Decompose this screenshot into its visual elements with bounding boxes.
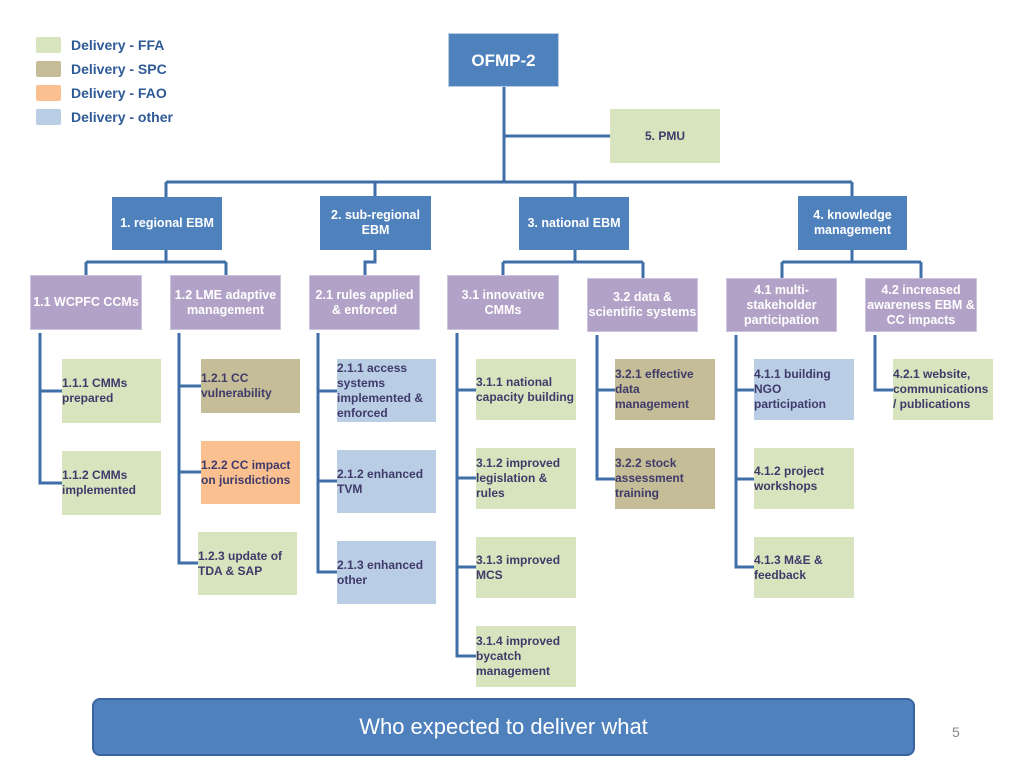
leaf-3-2-1: 3.2.1 effective data management [615, 359, 715, 420]
leaf-4-1-3: 4.1.3 M&E & feedback [754, 537, 854, 598]
leaf-3-2-2: 3.2.2 stock assessment training [615, 448, 715, 509]
leaf-3-1-2: 3.1.2 improved legislation & rules [476, 448, 576, 509]
node-4-2: 4.2 increased awareness EBM & CC impacts [865, 278, 977, 332]
legend-label: Delivery - FFA [71, 37, 165, 53]
node-1-2: 1.2 LME adaptive management [170, 275, 281, 330]
legend-label: Delivery - SPC [71, 61, 167, 77]
node-3-2: 3.2 data & scientific systems [587, 278, 698, 332]
root-node: OFMP-2 [448, 33, 559, 87]
pmu-node: 5. PMU [610, 109, 720, 163]
legend-swatch [36, 61, 61, 77]
node-1: 1. regional EBM [112, 197, 222, 250]
leaf-1-1-2: 1.1.2 CMMs implemented [62, 451, 161, 515]
leaf-4-2-1: 4.2.1 website, communications / publicat… [893, 359, 993, 420]
leaf-2-1-1: 2.1.1 access systems implemented & enfor… [337, 359, 436, 422]
node-2: 2. sub-regional EBM [320, 196, 431, 250]
legend-item-other: Delivery - other [36, 109, 173, 125]
leaf-4-1-2: 4.1.2 project workshops [754, 448, 854, 509]
legend-label: Delivery - other [71, 109, 173, 125]
page-number: 5 [952, 724, 960, 740]
node-3-1: 3.1 innovative CMMs [447, 275, 559, 330]
legend-item-fao: Delivery - FAO [36, 85, 167, 101]
leaf-1-2-2: 1.2.2 CC impact on jurisdictions [201, 441, 300, 504]
leaf-2-1-3: 2.1.3 enhanced other [337, 541, 436, 604]
legend-item-ffa: Delivery - FFA [36, 37, 164, 53]
legend-swatch [36, 109, 61, 125]
node-3: 3. national EBM [519, 197, 629, 250]
node-2-1: 2.1 rules applied & enforced [309, 275, 420, 330]
leaf-3-1-1: 3.1.1 national capacity building [476, 359, 576, 420]
leaf-1-2-1: 1.2.1 CC vulnerability [201, 359, 300, 413]
node-4-1: 4.1 multi-stakeholder participation [726, 278, 837, 332]
leaf-3-1-3: 3.1.3 improved MCS [476, 537, 576, 598]
legend-swatch [36, 37, 61, 53]
legend-label: Delivery - FAO [71, 85, 167, 101]
leaf-2-1-2: 2.1.2 enhanced TVM [337, 450, 436, 513]
title-banner: Who expected to deliver what [92, 698, 915, 756]
leaf-1-2-3: 1.2.3 update of TDA & SAP [198, 532, 297, 595]
node-4: 4. knowledge management [798, 196, 907, 250]
leaf-1-1-1: 1.1.1 CMMs prepared [62, 359, 161, 423]
node-1-1: 1.1 WCPFC CCMs [30, 275, 142, 330]
leaf-4-1-1: 4.1.1 building NGO participation [754, 359, 854, 420]
legend-item-spc: Delivery - SPC [36, 61, 167, 77]
legend-swatch [36, 85, 61, 101]
leaf-3-1-4: 3.1.4 improved bycatch management [476, 626, 576, 687]
